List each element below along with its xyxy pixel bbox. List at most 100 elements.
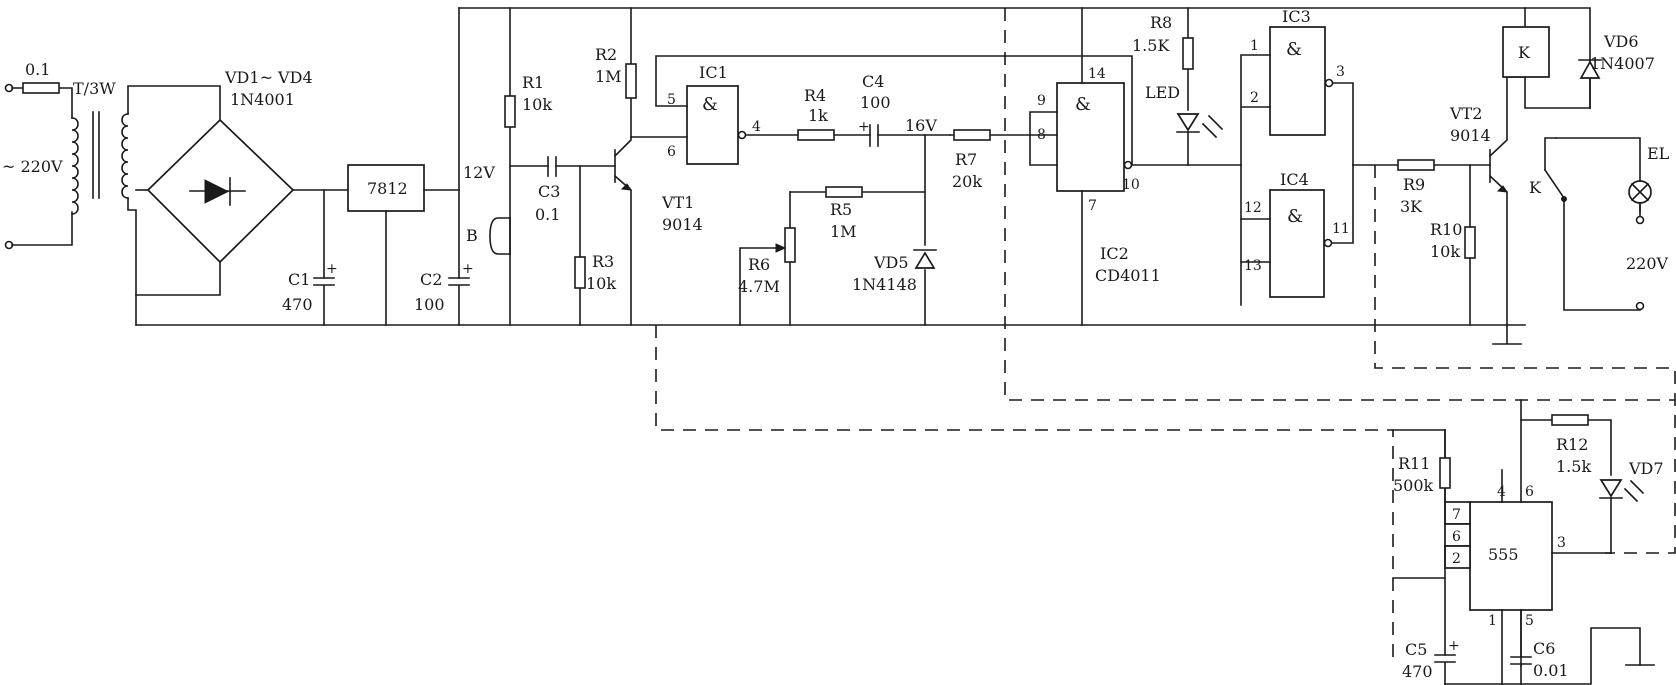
transformer-primary <box>71 117 79 215</box>
microphone-b: B <box>466 217 511 255</box>
ic3-ref: IC3 <box>1282 7 1311 26</box>
svg-text:11: 11 <box>1332 221 1350 237</box>
svg-text:2: 2 <box>1250 90 1259 106</box>
svg-text:&: & <box>1287 206 1303 227</box>
r1-ref: R1 <box>522 73 544 92</box>
resistor-r8: R8 1.5K <box>1132 7 1194 111</box>
gate-ic4: & IC4 12 13 11 <box>1240 164 1354 298</box>
led-ref: LED <box>1145 83 1180 102</box>
mains-voltage-label: ~ 220V <box>2 157 63 176</box>
fuse-symbol <box>22 82 60 94</box>
svg-text:+: + <box>326 261 338 277</box>
led-vd7: VD7 <box>1599 459 1664 554</box>
vt2-part: 9014 <box>1450 126 1491 145</box>
svg-text:1: 1 <box>1488 613 1497 629</box>
timer-label: 555 <box>1488 545 1519 564</box>
r9-ref: R9 <box>1403 175 1425 194</box>
r6-value: 4.7M <box>738 277 780 296</box>
svg-text:+: + <box>462 261 474 277</box>
vd7-ref: VD7 <box>1628 459 1664 478</box>
c6-value: 0.01 <box>1533 661 1569 680</box>
transistor-vt1: VT1 9014 <box>613 136 703 326</box>
c6-ref: C6 <box>1533 639 1555 658</box>
gate-ic3: & IC3 1 2 3 <box>1240 7 1354 306</box>
r12-ref: R12 <box>1556 435 1588 454</box>
ic4-ref: IC4 <box>1280 170 1309 189</box>
resistor-r9: R9 3K <box>1352 159 1491 216</box>
vt1-part: 9014 <box>662 215 703 234</box>
relay-contact: K <box>1529 137 1641 311</box>
c5-value: 470 <box>1402 662 1433 681</box>
svg-text:3: 3 <box>1557 535 1566 551</box>
bridge-part: 1N4001 <box>230 90 295 109</box>
r4-value: 1k <box>808 106 828 125</box>
c1-ref: C1 <box>288 270 310 289</box>
capacitor-c5: + C5 470 <box>1402 545 1460 685</box>
vt1-ref: VT1 <box>661 193 694 212</box>
svg-text:6: 6 <box>667 144 676 160</box>
gate-ic2: & 9 8 14 7 10 IC2 CD4011 <box>1029 7 1161 326</box>
capacitor-c3: C3 0.1 <box>509 156 616 224</box>
svg-text:&: & <box>1075 94 1091 115</box>
regulator-label: 7812 <box>367 179 408 198</box>
svg-text:8: 8 <box>1037 127 1046 143</box>
r11-value: 500k <box>1393 476 1434 495</box>
capacitor-c6: C6 0.01 <box>1510 609 1569 685</box>
svg-text:+: + <box>1448 638 1460 654</box>
svg-text:+: + <box>858 119 870 135</box>
c3-ref: C3 <box>538 182 560 201</box>
relay-k: K <box>1502 7 1591 109</box>
svg-text:&: & <box>1286 39 1302 60</box>
lamp-ref: EL <box>1647 144 1670 163</box>
r8-value: 1.5K <box>1132 36 1170 55</box>
r4-ref: R4 <box>804 86 826 105</box>
svg-text:2: 2 <box>1452 551 1461 567</box>
dashed-link-relay <box>1374 165 1676 554</box>
supply-16v-label: 16V <box>905 116 937 135</box>
resistor-r3: R3 10k <box>574 165 616 326</box>
capacitor-c2: + C2 100 <box>414 7 474 326</box>
dashed-link-vt1 <box>655 325 1394 665</box>
r5-value: 1M <box>830 222 857 241</box>
mic-ref: B <box>466 226 478 245</box>
svg-text:5: 5 <box>667 92 676 108</box>
c2-value: 100 <box>414 295 445 314</box>
c4-ref: C4 <box>862 72 884 91</box>
r9-value: 3K <box>1400 197 1423 216</box>
resistor-r2: R2 1M <box>595 7 637 138</box>
timer-ground <box>1444 627 1655 685</box>
r3-ref: R3 <box>592 252 614 271</box>
ic1-ref: IC1 <box>699 63 728 82</box>
c4-value: 100 <box>860 93 891 112</box>
svg-text:12: 12 <box>1244 200 1262 216</box>
r7-ref: R7 <box>955 150 977 169</box>
svg-text:10: 10 <box>1122 177 1140 193</box>
dashed-link-ic2 <box>1004 8 1675 401</box>
svg-text:7: 7 <box>1452 507 1461 523</box>
r11-ref: R11 <box>1398 454 1430 473</box>
resistor-r5: R5 1M <box>789 186 926 241</box>
relay-ref: K <box>1518 43 1531 62</box>
r2-ref: R2 <box>595 45 617 64</box>
vd6-part: 1N4007 <box>1590 54 1655 73</box>
rectifier-bridge: VD1~ VD4 1N4001 <box>127 68 349 326</box>
lamp-supply: 220V <box>1626 254 1669 273</box>
c3-value: 0.1 <box>535 205 560 224</box>
capacitor-c4: + C4 100 16V <box>858 72 951 147</box>
bridge-ref: VD1~ VD4 <box>224 68 313 87</box>
resistor-r4: R4 1k <box>745 86 871 141</box>
resistor-r12: R12 1.5k <box>1520 414 1612 476</box>
r10-value: 10k <box>1430 242 1460 261</box>
svg-text:3: 3 <box>1336 64 1345 80</box>
ic2-part: CD4011 <box>1095 266 1161 285</box>
diode-vd5: VD5 1N4148 <box>852 134 937 326</box>
svg-text:6: 6 <box>1525 484 1534 500</box>
transformer-label: T/3W <box>73 79 116 98</box>
c5-ref: C5 <box>1405 640 1427 659</box>
relay-contact-ref: K <box>1529 178 1542 197</box>
r7-value: 20k <box>952 172 982 191</box>
vd6-ref: VD6 <box>1603 32 1639 51</box>
svg-text:1: 1 <box>1250 38 1259 54</box>
svg-text:7: 7 <box>1088 198 1097 214</box>
